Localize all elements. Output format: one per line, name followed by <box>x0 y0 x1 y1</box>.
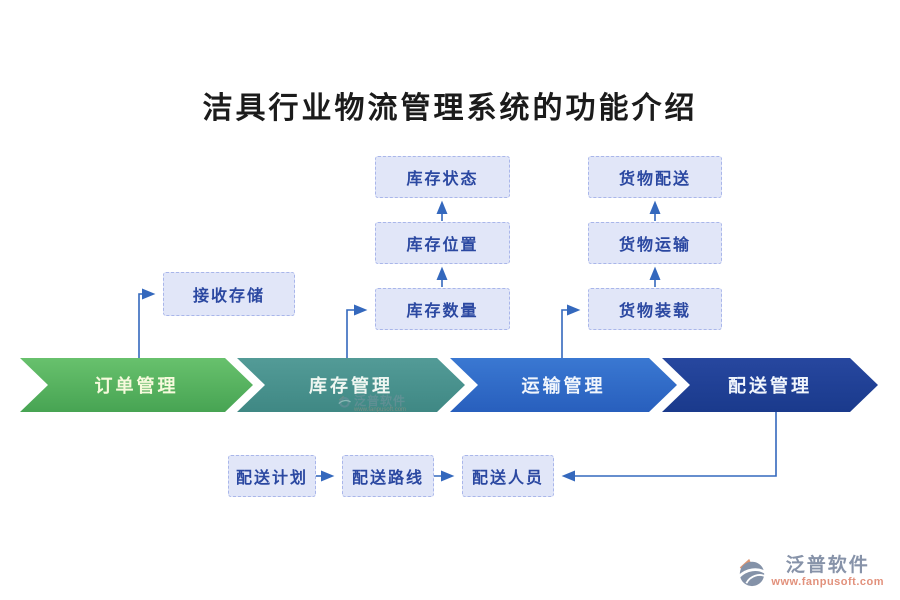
connector-order-to-receive <box>138 288 156 358</box>
watermark-text: 泛普软件 <box>354 394 407 408</box>
brand-logo-icon <box>738 558 768 587</box>
connector-transport-to-loading <box>561 304 581 358</box>
node-receive-storage: 接收存储 <box>163 272 295 316</box>
watermark: 泛普软件 www.fanpusoft.com <box>338 395 406 413</box>
node-delivery-staff: 配送人员 <box>462 455 554 497</box>
stage-delivery-management: 配送管理 <box>662 358 878 412</box>
node-cargo-transit: 货物运输 <box>588 222 722 264</box>
stage-order-management: 订单管理 <box>20 358 253 412</box>
brand-name: 泛普软件 <box>785 555 870 576</box>
brand-url: www.fanpusoft.com <box>771 576 884 588</box>
stage-label: 运输管理 <box>521 376 606 396</box>
node-inventory-quantity: 库存数量 <box>375 288 510 330</box>
stage-transport-management: 运输管理 <box>450 358 677 412</box>
page-title: 洁具行业物流管理系统的功能介绍 <box>202 92 698 125</box>
connector-delivery-to-staff <box>561 412 777 482</box>
brand-logo: 泛普软件 www.fanpusoft.com <box>737 556 884 588</box>
stage-label: 配送管理 <box>728 376 812 396</box>
watermark-url: www.fanpusoft.com <box>354 407 407 413</box>
node-cargo-dispatch: 货物配送 <box>588 156 722 198</box>
node-cargo-loading: 货物装载 <box>588 288 722 330</box>
brand-logo-icon <box>338 395 351 408</box>
stage-inventory-management: 库存管理 <box>237 358 465 412</box>
connector-inventory-to-quantity <box>346 304 368 358</box>
stage-label: 库存管理 <box>309 376 393 396</box>
node-inventory-location: 库存位置 <box>375 222 510 264</box>
stage-label: 订单管理 <box>94 376 179 396</box>
node-delivery-route: 配送路线 <box>342 455 434 497</box>
node-delivery-plan: 配送计划 <box>228 455 316 497</box>
node-inventory-status: 库存状态 <box>375 156 510 198</box>
